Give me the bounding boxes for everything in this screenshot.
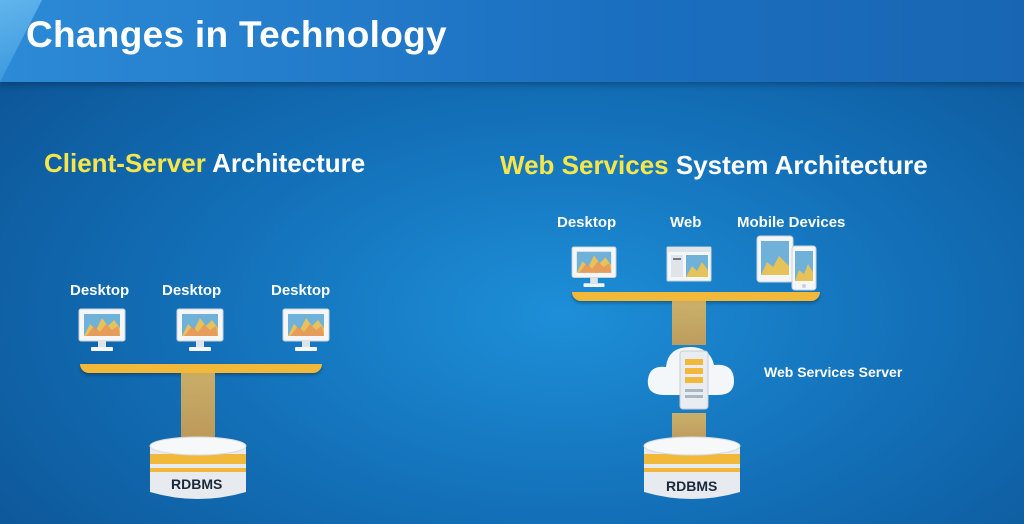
left-database-label: RDBMS [171, 476, 223, 492]
right-database-label: RDBMS [666, 478, 718, 494]
left-network-bus [80, 364, 322, 373]
desktop-monitor-icon [571, 246, 617, 288]
web-services-heading: Web Services System Architecture [500, 150, 928, 181]
client-server-heading-rest: Architecture [205, 148, 366, 178]
web-services-heading-rest: System Architecture [668, 150, 928, 180]
database-icon [643, 436, 741, 499]
left-client-label-2: Desktop [162, 282, 222, 299]
client-server-heading-highlight: Client-Server [44, 148, 206, 178]
mobile-devices-icon [756, 235, 817, 291]
left-connector [181, 373, 215, 439]
right-client-label-desktop: Desktop [557, 214, 617, 231]
right-network-bus [572, 292, 820, 301]
slide-title: Changes in Technology [26, 14, 447, 55]
title-bar [0, 0, 1024, 82]
database-icon [149, 436, 247, 499]
web-browser-icon [666, 246, 712, 282]
right-connector-bottom [672, 413, 706, 441]
web-services-server-label: Web Services Server [764, 364, 903, 380]
web-services-heading-highlight: Web Services [500, 150, 669, 180]
desktop-monitor-icon [282, 308, 330, 351]
client-server-heading: Client-Server Architecture [44, 148, 365, 179]
left-client-label-1: Desktop [70, 282, 130, 299]
right-client-label-mobile: Mobile Devices [737, 214, 846, 231]
right-client-label-web: Web [670, 214, 702, 231]
desktop-monitor-icon [78, 308, 126, 351]
left-client-label-3: Desktop [271, 282, 331, 299]
desktop-monitor-icon [176, 308, 224, 351]
right-connector-top [672, 301, 706, 345]
cloud-server-icon [647, 347, 734, 410]
